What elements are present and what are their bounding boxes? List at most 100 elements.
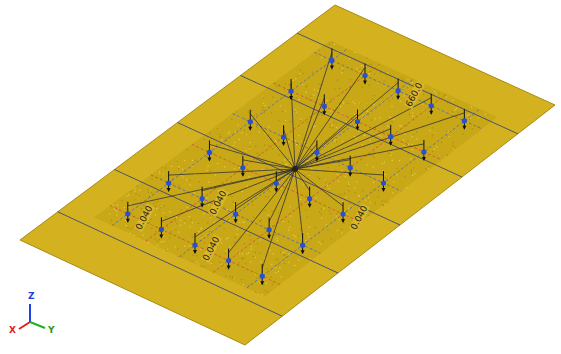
node-marker [248,119,253,124]
texture-speck [216,144,217,145]
texture-speck [309,258,310,259]
texture-speck [210,217,211,218]
texture-speck [463,133,464,134]
arrow-head [289,96,293,100]
texture-speck [239,139,240,140]
texture-speck [280,105,281,106]
texture-speck [157,241,158,242]
texture-speck [300,229,301,230]
node-marker [274,181,279,186]
texture-speck [289,254,290,255]
texture-speck [211,263,212,264]
texture-speck [178,185,179,186]
texture-speck [217,163,218,164]
texture-speck [394,143,395,144]
texture-speck [309,175,310,176]
texture-speck [318,84,319,85]
texture-speck [126,225,127,226]
texture-speck [329,124,330,125]
texture-speck [203,213,204,214]
texture-speck [143,235,144,236]
texture-speck [234,142,235,143]
texture-speck [245,150,246,151]
texture-speck [200,249,201,250]
texture-speck [278,264,279,265]
texture-speck [200,228,201,229]
texture-speck [328,167,329,168]
texture-speck [300,70,301,71]
tie-line [295,169,343,206]
texture-speck [276,161,277,162]
texture-speck [407,87,408,88]
texture-speck [271,276,272,277]
tie-line [229,169,295,253]
texture-speck [207,165,208,166]
texture-speck [271,112,272,113]
texture-speck [343,70,344,71]
texture-speck [311,168,312,169]
texture-speck [201,228,202,229]
texture-speck [293,80,294,81]
texture-speck [249,142,250,143]
texture-speck [392,121,393,122]
texture-speck [348,185,349,186]
texture-speck [392,192,393,193]
texture-speck [447,154,448,155]
texture-speck [198,264,199,265]
texture-speck [155,239,156,240]
arrow-head [234,219,238,223]
texture-speck [309,174,310,175]
texture-speck [327,230,328,231]
texture-speck [111,220,112,221]
texture-speck [348,190,349,191]
texture-speck [318,242,319,243]
arrow-head [193,250,197,254]
texture-speck [396,168,397,169]
texture-speck [369,73,370,74]
texture-speck [434,132,435,133]
texture-speck [401,77,402,78]
texture-speck [457,112,458,113]
texture-speck [207,222,208,223]
arrow-head [260,281,264,285]
texture-speck [255,291,256,292]
texture-speck [395,133,396,134]
node-marker [348,165,353,170]
texture-speck [426,104,427,105]
texture-speck [305,174,306,175]
texture-speck [326,224,327,225]
texture-speck [163,236,164,237]
texture-speck [385,177,386,178]
texture-speck [159,173,160,174]
texture-speck [250,239,251,240]
grid-line [232,114,401,192]
texture-speck [259,252,260,253]
texture-speck [169,211,170,212]
texture-speck [315,227,316,228]
texture-speck [362,190,363,191]
texture-speck [139,195,140,196]
texture-speck [226,268,227,269]
texture-speck [354,192,355,193]
texture-speck [235,131,236,132]
texture-speck [272,149,273,150]
texture-speck [390,117,391,118]
texture-speck [453,148,454,149]
arrow-head [381,188,385,192]
node-marker [355,119,360,124]
texture-speck [176,217,177,218]
texture-speck [375,127,376,128]
texture-speck [130,233,131,234]
texture-speck [307,216,308,217]
texture-speck [191,195,192,196]
grid-line [112,49,348,226]
texture-speck [265,105,266,106]
texture-speck [253,217,254,218]
texture-speck [192,236,193,237]
texture-speck [349,205,350,206]
texture-speck [325,182,326,183]
texture-speck [403,79,404,80]
texture-speck [177,161,178,162]
texture-speck [359,195,360,196]
texture-speck [375,203,376,204]
